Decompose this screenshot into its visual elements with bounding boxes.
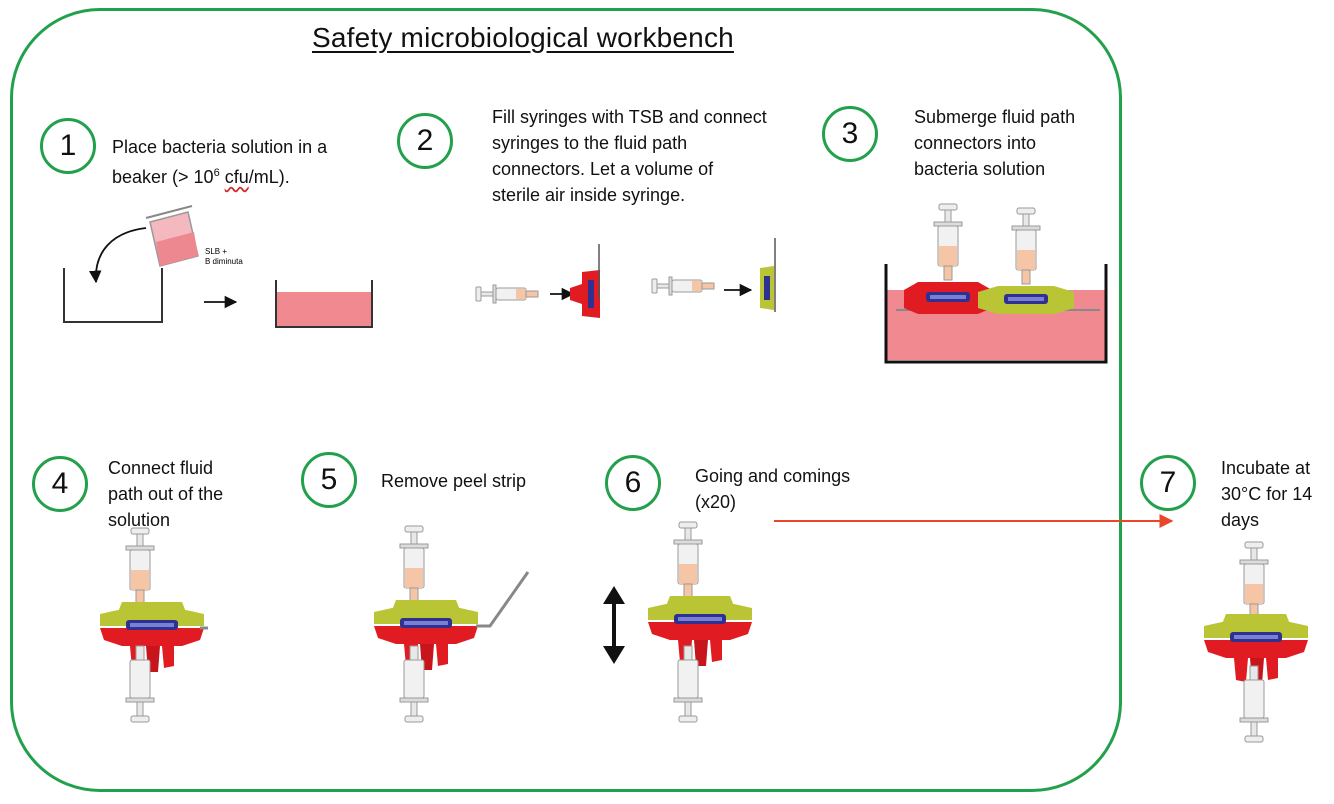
step-2-badge: 2 — [397, 113, 453, 169]
yellow-connector-submerged — [978, 286, 1074, 314]
empty-beaker — [63, 268, 163, 323]
step-2-line-1: Fill syringes with TSB and connect — [492, 107, 767, 127]
step-4-text: Connect fluid path out of the solution — [108, 455, 223, 533]
step-2-line-4: sterile air inside syringe. — [492, 185, 686, 205]
step-4-illustration — [100, 527, 208, 723]
step-2-line-2: syringes to the fluid path — [492, 133, 688, 153]
peel-strip — [476, 571, 530, 628]
step-4-line-3: solution — [108, 510, 171, 530]
step-5-illustration — [374, 525, 530, 723]
step-1-line-1: Place bacteria solution in a — [112, 137, 328, 157]
filled-beaker — [275, 280, 373, 328]
step-5-badge: 5 — [301, 452, 357, 508]
step-2-line-3: connectors. Let a volume of — [492, 159, 714, 179]
step-1-line-2: beaker (> 106 cfu/mL). — [112, 167, 290, 187]
step-3-text: Submerge fluid path connectors into bact… — [914, 104, 1075, 182]
pouring-flask — [145, 205, 199, 267]
syringe-yellow-side — [1011, 207, 1041, 285]
bath-container — [884, 264, 1108, 364]
syringe-top-4 — [125, 527, 155, 605]
step-1-badge: 1 — [40, 118, 96, 174]
step-6-line-1: Going and comings — [695, 466, 851, 486]
workbench-frame — [10, 8, 1122, 792]
step-6-line-2: (x20) — [695, 492, 737, 512]
step-3-illustration — [884, 203, 1108, 364]
pour-arrow — [88, 227, 147, 284]
step-4-badge: 4 — [32, 456, 88, 512]
step-7-illustration — [1204, 541, 1308, 743]
syringe-top-7 — [1239, 541, 1269, 619]
step-7-text: Incubate at 30°C for 14 days — [1221, 455, 1312, 533]
step-3-badge: 3 — [822, 106, 878, 162]
page-title: Safety microbiological workbench — [312, 22, 734, 53]
step-2-text: Fill syringes with TSB and connect syrin… — [492, 104, 767, 208]
step-3-line-1: Submerge fluid path — [914, 107, 1076, 127]
syringe-horizontal-1 — [475, 284, 539, 304]
connector-assembly-5 — [374, 600, 478, 670]
step-7-line-1: Incubate at — [1221, 458, 1311, 478]
red-connector-side — [570, 270, 600, 318]
step-3-line-2: connectors into — [914, 133, 1037, 153]
step-4-line-2: path out of the — [108, 484, 224, 504]
syringe-top-5 — [399, 525, 429, 603]
step-7-badge: 7 — [1140, 455, 1196, 511]
connector-assembly-4 — [100, 602, 204, 672]
yellow-connector-side — [760, 266, 774, 310]
step-6-badge: 6 — [605, 455, 661, 511]
step-3-line-3: bacteria solution — [914, 159, 1046, 179]
step-2-illustration — [475, 238, 776, 318]
step-1-illustration: SLB + B diminuta — [63, 205, 373, 328]
step-1-text: Place bacteria solution in a beaker (> 1… — [112, 134, 327, 190]
step-7-line-3: days — [1221, 510, 1260, 530]
step-6-text: Going and comings (x20) — [695, 463, 850, 515]
step-5-text: Remove peel strip — [381, 468, 526, 494]
connector-assembly-6 — [648, 596, 752, 666]
up-down-arrow — [603, 586, 625, 664]
syringe-horizontal-2 — [651, 276, 715, 296]
syringe-red-side — [933, 203, 963, 281]
step-7-line-2: 30°C for 14 — [1221, 484, 1313, 504]
beaker-label-line-1: SLB + — [205, 247, 227, 256]
syringe-top-6 — [673, 521, 703, 599]
beaker-label-line-2: B diminuta — [205, 257, 243, 266]
step-5-line-1: Remove peel strip — [381, 471, 527, 491]
step-6-illustration — [603, 521, 752, 723]
step-4-line-1: Connect fluid — [108, 458, 214, 478]
